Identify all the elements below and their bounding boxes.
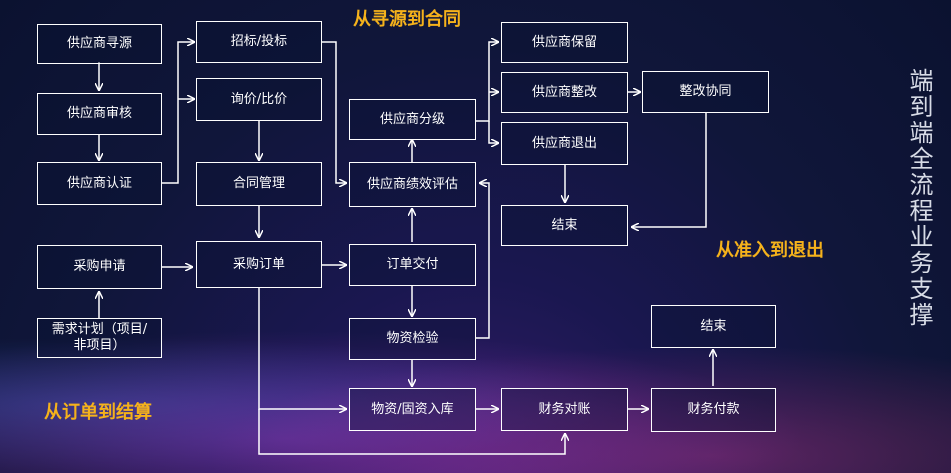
node-supplier-sourcing[interactable]: 供应商寻源 <box>37 24 162 64</box>
node-label: 物资检验 <box>386 331 439 346</box>
node-tender-bid[interactable]: 招标/投标 <box>196 21 322 63</box>
node-label: 物资/固资入库 <box>371 401 454 417</box>
node-label: 询价/比价 <box>230 91 288 107</box>
node-end-bottom[interactable]: 结束 <box>651 305 776 348</box>
node-material-warehousing[interactable]: 物资/固资入库 <box>349 388 476 431</box>
node-order-delivery[interactable]: 订单交付 <box>349 244 476 286</box>
node-label: 结束 <box>551 217 578 233</box>
node-label: 供应商整改 <box>531 84 597 100</box>
node-inquiry-compare[interactable]: 询价/比价 <box>196 78 322 121</box>
node-label: 供应商绩效评估 <box>366 176 458 192</box>
node-finance-reconcile[interactable]: 财务对账 <box>501 388 628 431</box>
node-purchase-order[interactable]: 采购订单 <box>196 241 322 288</box>
title-order-to-settlement: 从订单到结算 <box>44 402 152 423</box>
node-label: 供应商分级 <box>379 111 445 127</box>
side-title-end-to-end: 端到端全流程业务支撑 <box>905 68 933 328</box>
node-label: 招标/投标 <box>230 34 288 49</box>
node-label: 采购申请 <box>73 259 126 274</box>
edge-grading-exit <box>488 121 498 143</box>
edge-inspection-eval <box>476 183 490 339</box>
node-rectify-collaboration[interactable]: 整改协同 <box>642 71 769 113</box>
node-end-top[interactable]: 结束 <box>501 205 628 246</box>
edge-collab-end <box>632 113 707 227</box>
node-label: 采购订单 <box>232 256 285 272</box>
node-supplier-retain[interactable]: 供应商保留 <box>501 22 628 63</box>
node-label: 订单交付 <box>386 257 439 272</box>
node-finance-payment[interactable]: 财务付款 <box>651 388 776 432</box>
node-label: 供应商寻源 <box>66 36 132 51</box>
node-label: 合同管理 <box>232 176 285 191</box>
node-demand-plan[interactable]: 需求计划（项目/ 非项目） <box>37 318 162 358</box>
edge-grading-branches <box>476 42 498 122</box>
node-label: 结束 <box>700 318 727 334</box>
node-label: 财务对账 <box>538 401 591 417</box>
node-label-line2: 非项目） <box>73 338 126 353</box>
node-supplier-review[interactable]: 供应商审核 <box>37 93 162 135</box>
title-admission-to-exit: 从准入到退出 <box>716 240 824 261</box>
edge-cert-tender <box>162 42 194 184</box>
edge-tender-eval <box>322 41 346 183</box>
node-label: 财务付款 <box>687 402 740 417</box>
node-label: 供应商保留 <box>531 34 597 50</box>
node-contract-management[interactable]: 合同管理 <box>196 162 322 206</box>
node-supplier-certification[interactable]: 供应商认证 <box>37 162 162 205</box>
node-label: 供应商审核 <box>66 106 132 121</box>
node-supplier-exit[interactable]: 供应商退出 <box>501 122 628 165</box>
edge-order-warehouse <box>258 288 346 409</box>
node-supplier-grading[interactable]: 供应商分级 <box>349 99 476 140</box>
node-label: 供应商认证 <box>66 175 132 191</box>
node-material-inspection[interactable]: 物资检验 <box>349 318 476 360</box>
node-purchase-request[interactable]: 采购申请 <box>37 245 162 289</box>
node-label: 整改协同 <box>679 84 732 99</box>
edge-order-reconcile <box>258 409 565 455</box>
node-label-line1: 需求计划（项目/ <box>51 322 148 337</box>
node-supplier-performance-eval[interactable]: 供应商绩效评估 <box>349 162 476 207</box>
node-label: 供应商退出 <box>531 135 597 151</box>
title-sourcing-to-contract: 从寻源到合同 <box>353 9 461 30</box>
node-supplier-rectify[interactable]: 供应商整改 <box>501 72 628 113</box>
